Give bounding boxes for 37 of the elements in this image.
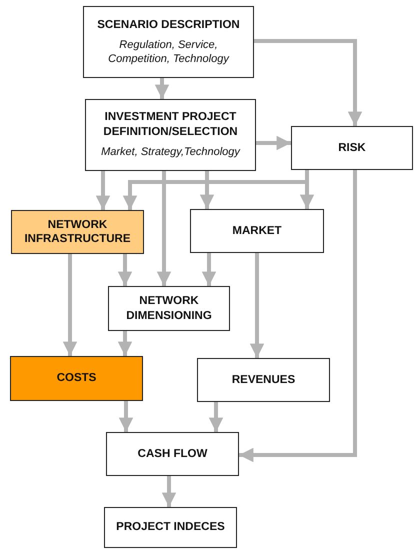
arrow bbox=[154, 78, 170, 99]
arrow bbox=[62, 254, 78, 356]
process-box bbox=[291, 126, 413, 170]
box-subtitle: Regulation, Service, Competition, Technology bbox=[107, 38, 230, 66]
process-box bbox=[11, 210, 144, 254]
arrow bbox=[156, 171, 172, 286]
process-box bbox=[10, 356, 143, 401]
box-title: REVENUES bbox=[232, 372, 296, 388]
arrow bbox=[208, 402, 224, 432]
arrow bbox=[254, 39, 362, 126]
arrow bbox=[200, 171, 214, 209]
process-box bbox=[104, 507, 237, 548]
process-box bbox=[106, 432, 239, 476]
process-box bbox=[197, 358, 330, 402]
arrow bbox=[202, 253, 216, 286]
arrow bbox=[162, 476, 176, 507]
process-box bbox=[108, 286, 230, 331]
arrow bbox=[96, 171, 110, 210]
box-title: RISK bbox=[338, 140, 366, 156]
box-subtitle: Market, Strategy,Technology bbox=[101, 145, 240, 160]
process-box bbox=[83, 6, 254, 78]
box-title: NETWORK INFRASTRUCTURE bbox=[23, 218, 132, 246]
box-title: MARKET bbox=[232, 224, 282, 238]
process-box bbox=[190, 209, 324, 253]
process-box bbox=[85, 99, 256, 171]
arrow bbox=[250, 253, 264, 358]
box-title: PROJECT INDECES bbox=[116, 520, 225, 535]
box-title: COSTS bbox=[56, 371, 96, 386]
arrow bbox=[239, 170, 357, 462]
arrow bbox=[118, 254, 132, 286]
box-title: CASH FLOW bbox=[138, 446, 208, 462]
arrow bbox=[118, 331, 132, 356]
arrow bbox=[118, 401, 134, 432]
arrow bbox=[256, 136, 291, 150]
box-title: NETWORK DIMENSIONING bbox=[125, 294, 213, 323]
box-title: INVESTMENT PROJECT DEFINITION/SELECTION bbox=[102, 110, 239, 140]
box-title: SCENARIO DESCRIPTION bbox=[97, 18, 240, 32]
